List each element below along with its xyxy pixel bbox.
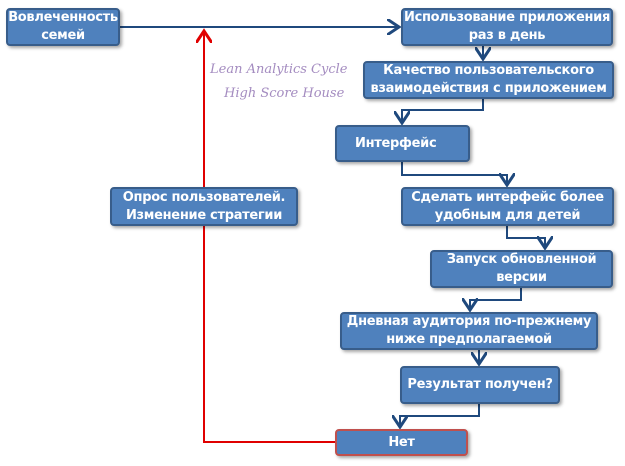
loop-back-arrow bbox=[204, 31, 335, 443]
node-daily-usage: Использование приложения раз в день bbox=[401, 8, 613, 46]
watermark-line2: High Score House bbox=[224, 86, 345, 101]
connector-launch-audience bbox=[470, 288, 522, 310]
connector-improve-launch bbox=[506, 226, 545, 248]
node-no: Нет bbox=[335, 429, 468, 456]
node-interface: Интерфейс bbox=[335, 125, 470, 162]
connector-result-no bbox=[400, 404, 480, 427]
node-audience: Дневная аудитория по-прежнему ниже предп… bbox=[340, 312, 598, 350]
node-improve: Сделать интерфейс более удобным для дете… bbox=[401, 187, 614, 226]
node-quality: Качество пользовательского взаимодействи… bbox=[363, 61, 614, 99]
node-result: Результат получен? bbox=[400, 366, 560, 404]
connector-interface-improve bbox=[401, 162, 507, 185]
watermark-line1: Lean Analytics Cycle bbox=[210, 62, 348, 77]
node-survey: Опрос пользователей. Изменение стратегии bbox=[110, 187, 298, 226]
node-engagement: Вовлеченность семей bbox=[6, 8, 120, 46]
node-launch: Запуск обновленной версии bbox=[430, 250, 613, 288]
connector-quality-interface bbox=[402, 99, 484, 123]
